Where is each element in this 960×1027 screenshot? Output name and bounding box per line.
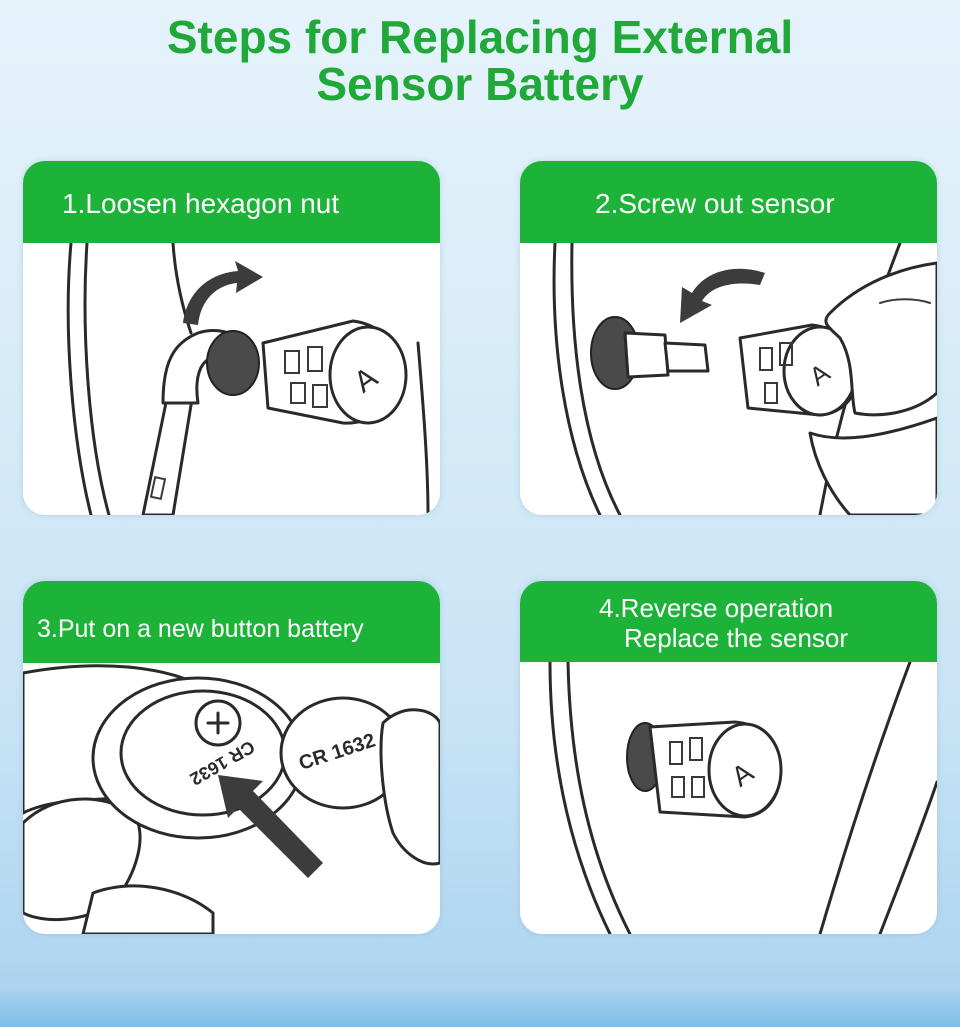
page-title-line2: Sensor Battery: [316, 58, 644, 110]
insert-arrow-icon: [218, 775, 323, 878]
step-4-label-line2: Replace the sensor: [624, 623, 849, 653]
step-1-label: 1.Loosen hexagon nut: [62, 188, 340, 219]
bottom-gradient-band: [0, 987, 960, 1027]
step-4-illustration: A: [520, 662, 937, 934]
step-1-illustration: A: [23, 243, 440, 515]
step-1-header: 1.Loosen hexagon nut: [23, 161, 440, 243]
step-2-label: 2.Screw out sensor: [595, 188, 835, 219]
step-3-header: 3.Put on a new button battery: [23, 581, 440, 663]
step-4-header: 4.Reverse operation Replace the sensor: [520, 581, 937, 662]
step-3-label: 3.Put on a new button battery: [37, 615, 364, 643]
step-3-illustration: CR 1632 CR 1632: [23, 663, 440, 934]
step-2-illustration: A: [520, 243, 937, 515]
step-card-3: 3.Put on a new button battery CR 1632 CR…: [23, 581, 440, 934]
step-card-2: 2.Screw out sensor A: [520, 161, 937, 515]
step-4-label-line1: 4.Reverse operation: [599, 593, 834, 623]
step-card-1: 1.Loosen hexagon nut A: [23, 161, 440, 515]
step-card-4: 4.Reverse operation Replace the sensor A: [520, 581, 937, 934]
page-title: Steps for Replacing External Sensor Batt…: [0, 14, 960, 108]
rotate-arrow-icon: [183, 261, 263, 325]
step-2-header: 2.Screw out sensor: [520, 161, 937, 243]
page-title-line1: Steps for Replacing External: [166, 11, 794, 63]
unscrew-arrow-icon: [680, 268, 765, 323]
